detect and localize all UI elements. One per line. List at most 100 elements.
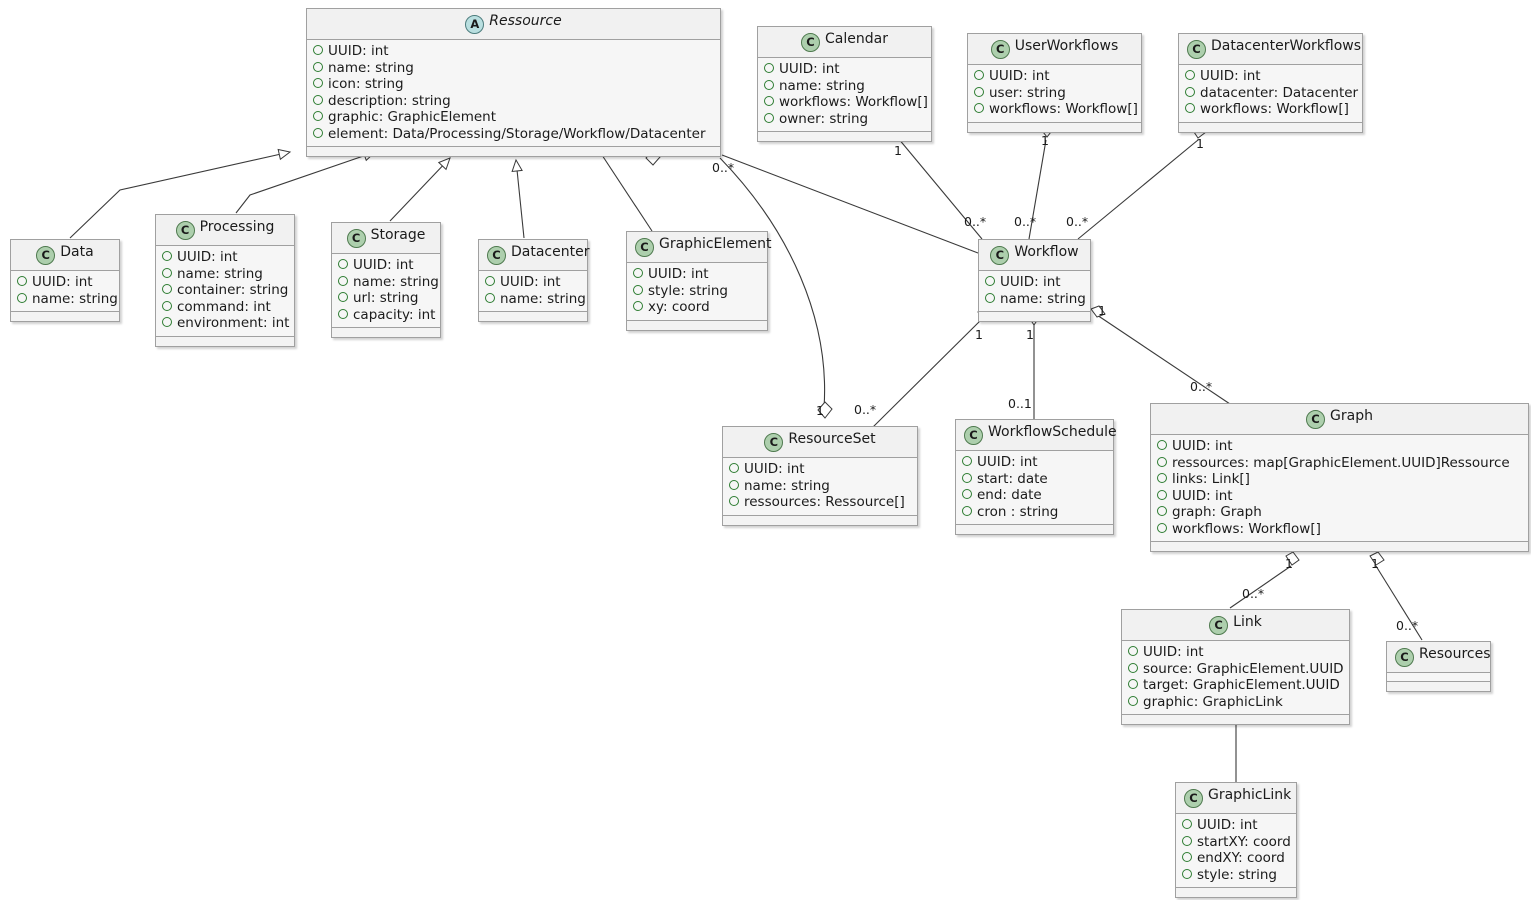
- public-visibility-icon: [162, 284, 172, 294]
- edge-datacenterworkflows-workflow: [1077, 139, 1199, 240]
- class-attribute: UUID: int: [633, 266, 761, 283]
- attribute-text: UUID: int: [32, 274, 93, 290]
- attribute-text: start: date: [977, 470, 1048, 487]
- attribute-text: name: string: [353, 273, 439, 290]
- class-attribute: element: Data/Processing/Storage/Workflo…: [313, 126, 714, 143]
- class-attribute: UUID: int: [162, 249, 288, 266]
- public-visibility-icon: [1185, 103, 1195, 113]
- class-attribute: UUID: int: [974, 68, 1135, 85]
- class-name-data: Data: [60, 244, 94, 260]
- public-visibility-icon: [313, 78, 323, 88]
- class-attribute: container: string: [162, 282, 288, 299]
- public-visibility-icon: [1182, 852, 1192, 862]
- public-visibility-icon: [1157, 489, 1167, 500]
- multiplicity-label: 1: [894, 143, 902, 158]
- class-attribute: icon: string: [313, 76, 714, 93]
- class-attribute: UUID: int: [485, 274, 581, 291]
- attribute-text: workflows: Workflow[]: [779, 94, 928, 110]
- class-attribute: UUID: int: [313, 43, 714, 60]
- class-attribute: name: string: [985, 291, 1086, 308]
- public-visibility-icon: [729, 463, 739, 473]
- class-attribute: name: string: [313, 60, 714, 77]
- attribute-text: ressources: Ressource[]: [744, 494, 905, 510]
- public-visibility-icon: [162, 267, 172, 278]
- class-operations-workflowschedule: [956, 525, 1113, 534]
- public-visibility-icon: [985, 276, 995, 286]
- class-icon: C: [36, 246, 56, 265]
- attribute-text: url: string: [353, 290, 419, 306]
- public-visibility-icon: [985, 292, 995, 303]
- class-attribute: graphic: GraphicLink: [1128, 694, 1343, 711]
- attribute-text: graph: Graph: [1172, 504, 1262, 520]
- class-operations-storage: [332, 328, 440, 337]
- class-icon: C: [1306, 410, 1326, 429]
- public-visibility-icon: [764, 112, 774, 123]
- multiplicity-label: 0..*: [964, 214, 987, 229]
- public-visibility-icon: [313, 61, 323, 72]
- multiplicity-label: 1: [1196, 136, 1204, 151]
- class-operations-graph: [1151, 542, 1528, 551]
- attribute-text: startXY: coord: [1197, 833, 1291, 850]
- attribute-text: name: string: [500, 290, 586, 307]
- class-attribute: description: string: [313, 93, 714, 110]
- class-operations-data: [11, 312, 119, 321]
- class-attribute: source: GraphicElement.UUID: [1128, 661, 1344, 678]
- class-icon: C: [964, 426, 983, 445]
- class-attribute: datacenter: Datacenter: [1185, 85, 1358, 102]
- public-visibility-icon: [962, 456, 972, 466]
- public-visibility-icon: [338, 259, 348, 269]
- attribute-text: capacity: int: [353, 306, 436, 323]
- class-attribute: command: int: [162, 299, 288, 316]
- attribute-text: UUID: int: [1000, 274, 1061, 290]
- class-name-resourceset: ResourceSet: [788, 431, 876, 447]
- attribute-text: owner: string: [779, 110, 869, 127]
- public-visibility-icon: [17, 276, 27, 286]
- public-visibility-icon: [313, 45, 323, 55]
- class-attribute: style: string: [633, 283, 761, 300]
- class-attribute: workflows: Workflow[]: [974, 101, 1138, 118]
- class-name-processing: Processing: [199, 219, 275, 235]
- public-visibility-icon: [162, 300, 172, 311]
- class-attribute: ressources: Ressource[]: [729, 494, 911, 511]
- multiplicity-label: 1: [816, 403, 824, 418]
- class-attribute: name: string: [17, 291, 118, 308]
- public-visibility-icon: [1128, 679, 1138, 689]
- public-visibility-icon: [162, 317, 172, 327]
- multiplicity-label: 0..*: [1190, 379, 1213, 394]
- attribute-text: cron : string: [977, 503, 1059, 520]
- class-attribute: endXY: coord: [1182, 850, 1290, 867]
- attribute-text: icon: string: [328, 76, 404, 92]
- class-attribute: name: string: [338, 274, 439, 291]
- public-visibility-icon: [633, 284, 643, 295]
- attribute-text: style: string: [1197, 866, 1277, 883]
- public-visibility-icon: [729, 479, 739, 490]
- public-visibility-icon: [1157, 440, 1167, 450]
- class-name-calendar: Calendar: [825, 31, 888, 47]
- class-operations-calendar: [758, 132, 931, 141]
